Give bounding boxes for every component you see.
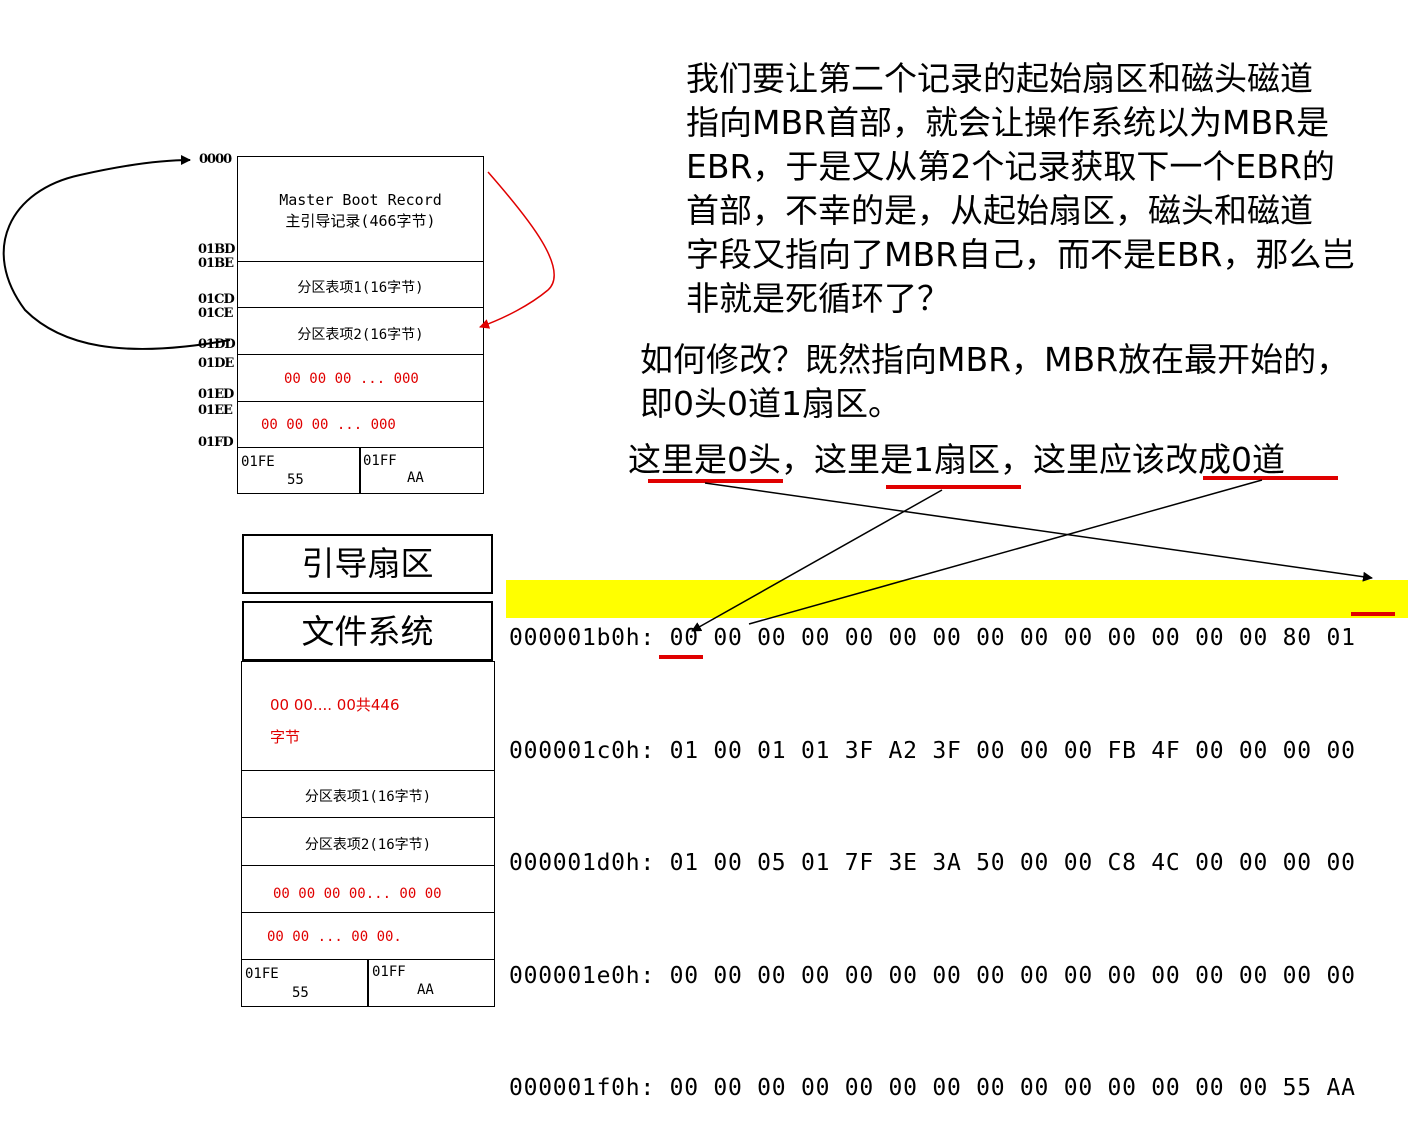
hex-row-1f0: 000001f0h: 00 00 00 00 00 00 00 00 00 00… [509, 1075, 1356, 1101]
offset-01be: 01BE [198, 256, 234, 271]
partition-entry-3: 00 00 00 ... 000 [284, 371, 419, 387]
offset-01bd: 01BD [198, 242, 235, 257]
mbr-title-en: Master Boot Record [279, 191, 442, 209]
signature-offset-01fe-bottom: 01FE [245, 966, 279, 982]
offset-01de: 01DE [198, 356, 234, 371]
offset-01ed: 01ED [198, 387, 234, 402]
signature-byte-aa: AA [407, 470, 424, 486]
partition-entry-3-bottom: 00 00 00 00... 00 00 [273, 886, 442, 902]
zeros-446-line1: 00 00.... 00共446 [270, 696, 400, 714]
offset-01fd: 01FD [198, 435, 234, 450]
mbr-diagram-top: Master Boot Record 主引导记录(466字节) 分区表项1(16… [237, 156, 484, 494]
partition-entry-4: 00 00 00 ... 000 [261, 417, 396, 433]
explanation-paragraph: 我们要让第二个记录的起始扇区和磁头磁道 指向MBR首部，就会让操作系统以为MBR… [686, 59, 1355, 318]
file-system-label: 文件系统 [242, 601, 493, 661]
signature-byte-55: 55 [287, 472, 304, 488]
signature-offset-01fe: 01FE [241, 454, 275, 470]
partition-entry-1-bottom: 分区表项1(16字节) [304, 789, 432, 805]
hexdump-highlight [506, 580, 1408, 618]
signature-byte-55-bottom: 55 [292, 985, 309, 1001]
offset-01ee: 01EE [198, 403, 233, 418]
signature-offset-01ff: 01FF [363, 453, 397, 469]
red-pointer-arrow [479, 171, 555, 329]
signature-offset-01ff-bottom: 01FF [372, 964, 406, 980]
fix-paragraph: 如何修改？既然指向MBR，MBR放在最开始的， 即0头0道1扇区。 [640, 340, 1350, 423]
hex-row-1d0: 000001d0h: 01 00 05 01 7F 3E 3A 50 00 00… [509, 850, 1356, 876]
arrow-track-to-byte [748, 479, 1263, 625]
annotation-line: 这里是0头，这里是1扇区，这里应该改成0道 [628, 440, 1285, 479]
mbr-diagram-bottom: 00 00.... 00共446 字节 分区表项1(16字节) 分区表项2(16… [241, 661, 495, 1007]
arrow-sector-to-byte [691, 489, 943, 632]
boot-sector-label: 引导扇区 [242, 534, 493, 594]
arrow-head-to-byte [704, 482, 1373, 582]
partition-entry-1: 分区表项1(16字节) [297, 280, 424, 296]
partition-entry-4-bottom: 00 00 ... 00 00. [267, 929, 402, 945]
signature-byte-aa-bottom: AA [417, 982, 434, 998]
offset-0000: 0000 [199, 152, 232, 167]
offset-01ce: 01CE [198, 306, 233, 321]
hex-row-1b0: 000001b0h: 00 00 00 00 00 00 00 00 00 00… [509, 625, 1356, 651]
partition-entry-2-bottom: 分区表项2(16字节) [304, 837, 432, 853]
partition-entry-2: 分区表项2(16字节) [297, 327, 424, 343]
offset-01cd: 01CD [198, 292, 235, 307]
zeros-446-line2: 字节 [270, 728, 301, 746]
annotation-overlay [2, 155, 1395, 659]
hex-row-1c0: 000001c0h: 01 00 01 01 3F A2 3F 00 00 00… [509, 737, 1356, 764]
hexdump: 000001b0h: 00 00 00 00 00 00 00 00 00 00… [509, 545, 1356, 1145]
loop-arrow [2, 155, 231, 350]
mbr-title-cn: 主引导记录(466字节) [285, 212, 436, 230]
hex-row-1e0: 000001e0h: 00 00 00 00 00 00 00 00 00 00… [509, 962, 1356, 989]
